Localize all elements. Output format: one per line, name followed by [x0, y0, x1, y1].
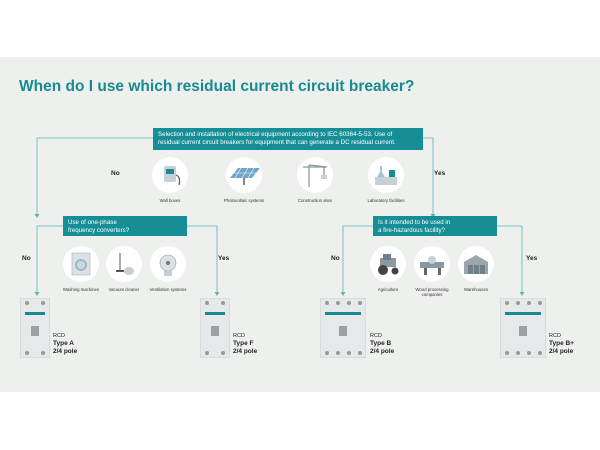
left-question-line1: Use of one-phase	[68, 219, 117, 226]
fan-icon	[150, 246, 186, 282]
rcd-type-b-device	[320, 298, 366, 358]
page-title: When do I use which residual current cir…	[19, 78, 415, 95]
right-question-line1: Is it intended to be used in	[378, 219, 451, 226]
top-question-line1: Selection and installation of electrical…	[158, 131, 393, 138]
top-question-box: Selection and installation of electrical…	[153, 128, 423, 150]
right-yes-label: Yes	[526, 255, 538, 262]
caption-construction: Construction sites	[297, 198, 333, 203]
solar-panel-icon	[226, 157, 262, 193]
rcd-type-f-pole: 2/4 pole	[233, 348, 258, 355]
left-no-label: No	[22, 255, 31, 262]
caption-ventilation: Ventilation systems	[149, 287, 187, 292]
caption-vacuum-cleaner: Vacuum cleaner	[108, 287, 140, 292]
wallbox-icon	[152, 157, 188, 193]
tractor-icon	[370, 246, 406, 282]
right-question-box: Is it intended to be used in a fire-haza…	[373, 216, 497, 236]
left-question-line2: frequency converters?	[68, 227, 130, 234]
rcd-type-f-type: Type F	[233, 340, 254, 347]
rcd-type-b-plus-small: RCD	[549, 333, 561, 339]
rcd-type-a-label: RCD Type A 2/4 pole	[53, 332, 77, 356]
caption-wall-boxes: Wall boxes	[159, 198, 181, 203]
crane-icon	[297, 157, 333, 193]
left-yes-label: Yes	[218, 255, 230, 262]
caption-warehouses: Warehouses	[464, 287, 488, 292]
rcd-type-f-device	[200, 298, 230, 358]
rcd-type-b-plus-label: RCD Type B+ 2/4 pole	[549, 332, 574, 356]
rcd-type-f-small: RCD	[233, 333, 245, 339]
caption-photovoltaic: Photovoltaic systems	[223, 198, 265, 203]
rcd-type-b-plus-type: Type B+	[549, 340, 574, 347]
rcd-type-a-type: Type A	[53, 340, 74, 347]
caption-laboratory: Laboratory facilities	[367, 198, 405, 203]
right-question-line2: a fire-hazardous facility?	[378, 227, 446, 234]
vacuum-icon	[106, 246, 142, 282]
warehouse-icon	[458, 246, 494, 282]
rcd-type-b-label: RCD Type B 2/4 pole	[370, 332, 394, 356]
top-question-line2: residual current circuit breakers for eq…	[158, 139, 396, 146]
lab-icon	[368, 157, 404, 193]
rcd-type-b-small: RCD	[370, 333, 382, 339]
rcd-type-a-device	[20, 298, 50, 358]
saw-icon	[414, 246, 450, 282]
left-question-box: Use of one-phase frequency converters?	[63, 216, 187, 236]
top-yes-label: Yes	[434, 170, 446, 177]
caption-wood-processing: Wood processing companies	[415, 287, 449, 297]
rcd-type-b-plus-pole: 2/4 pole	[549, 348, 574, 355]
caption-washing-machines: Washing machines	[62, 287, 100, 292]
rcd-type-b-pole: 2/4 pole	[370, 348, 395, 355]
right-no-label: No	[331, 255, 340, 262]
washing-machine-icon	[63, 246, 99, 282]
rcd-type-a-pole: 2/4 pole	[53, 348, 78, 355]
top-no-label: No	[111, 170, 120, 177]
rcd-type-b-type: Type B	[370, 340, 392, 347]
caption-agriculture: Agriculture	[377, 287, 399, 292]
rcd-type-f-label: RCD Type F 2/4 pole	[233, 332, 257, 356]
rcd-type-b-plus-device	[500, 298, 546, 358]
rcd-type-a-small: RCD	[53, 333, 65, 339]
